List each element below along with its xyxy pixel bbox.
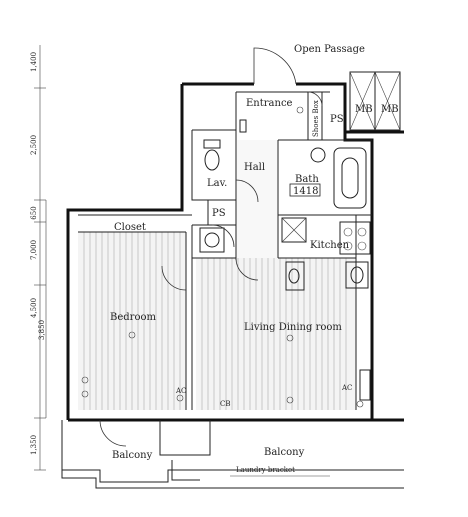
shoes-box-label: Shoes Box xyxy=(312,100,320,137)
mb-right-label: MB xyxy=(381,104,399,115)
kitchen-label: Kitchen xyxy=(310,240,350,251)
bath-label: Bath xyxy=(295,174,319,185)
dim-7000: 7,000 xyxy=(30,240,38,260)
closet-label: Closet xyxy=(114,222,146,233)
bedroom-floor xyxy=(78,232,186,410)
living-dining-label: Living Dining room xyxy=(244,322,342,333)
dim-4500: 4,500 xyxy=(30,298,38,318)
mb-left-label: MB xyxy=(355,104,373,115)
hall-label: Hall xyxy=(244,162,265,173)
ac-right-label: AC xyxy=(341,384,352,392)
dim-2500: 2,500 xyxy=(30,135,38,155)
bath-size-label: 1418 xyxy=(293,186,318,197)
open-passage-label: Open Passage xyxy=(294,44,365,55)
lav-label: Lav. xyxy=(207,178,227,189)
ps-top-label: PS xyxy=(330,114,344,125)
dim-650: 650 xyxy=(30,206,38,219)
balcony-right-label: Balcony xyxy=(264,447,305,458)
dimension-line: 1,400 2,500 650 7,000 4,500 3,850 1,350 xyxy=(30,45,47,471)
doors xyxy=(99,47,323,447)
hall-floor xyxy=(237,140,277,258)
fixtures xyxy=(81,106,371,408)
dim-3850: 3,850 xyxy=(38,320,46,340)
ps-mid-label: PS xyxy=(212,208,226,219)
bath-size-box xyxy=(289,183,321,197)
laundry-bracket-label: Laundry bracket xyxy=(236,466,295,474)
living-floor xyxy=(196,200,356,410)
ac-left-label: AC xyxy=(175,387,186,395)
entrance-label: Entrance xyxy=(246,98,293,109)
dim-1350: 1,350 xyxy=(30,435,38,455)
bedroom-label: Bedroom xyxy=(110,312,156,323)
cb-label: CB xyxy=(220,400,231,408)
balcony-outline xyxy=(61,420,404,489)
dim-1400: 1,400 xyxy=(30,52,38,72)
walls xyxy=(66,71,404,422)
balcony-left-label: Balcony xyxy=(112,450,153,461)
